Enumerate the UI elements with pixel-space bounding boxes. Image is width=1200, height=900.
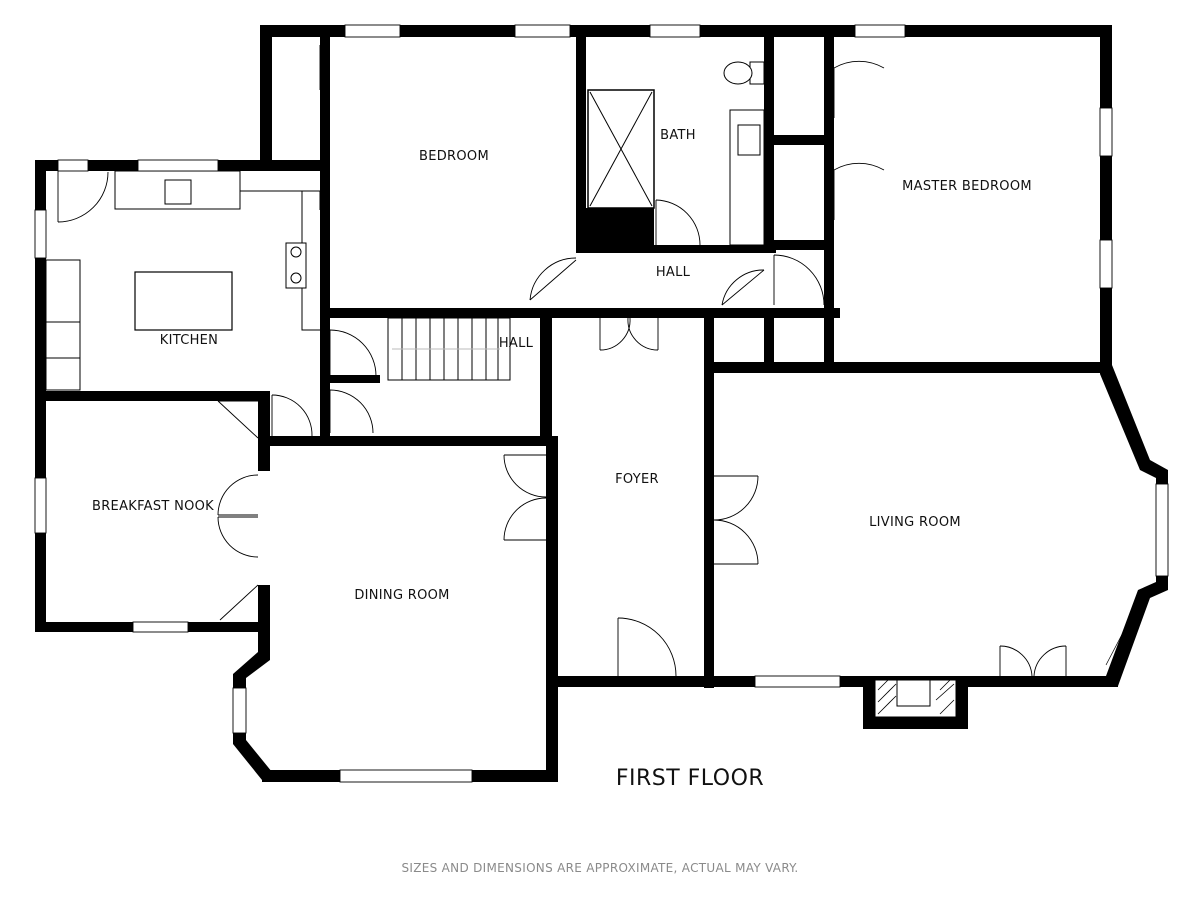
room-label-dining-room: DINING ROOM	[354, 588, 449, 603]
room-label-bath: BATH	[660, 128, 696, 143]
room-label-breakfast-nook: BREAKFAST NOOK	[92, 499, 214, 514]
floor-title: FIRST FLOOR	[616, 766, 764, 791]
room-label-stair-hall: HALL	[499, 336, 534, 351]
fixtures	[45, 61, 957, 718]
room-label-master-bedroom: MASTER BEDROOM	[902, 179, 1032, 194]
room-label-living-room: LIVING ROOM	[869, 515, 961, 530]
room-labels: BEDROOM BATH MASTER BEDROOM KITCHEN HALL…	[92, 128, 1032, 603]
room-label-kitchen: KITCHEN	[160, 333, 218, 348]
doors	[57, 45, 1067, 677]
disclaimer-text: SIZES AND DIMENSIONS ARE APPROXIMATE, AC…	[401, 861, 798, 875]
room-label-upper-hall: HALL	[656, 265, 691, 280]
room-label-bedroom: BEDROOM	[419, 149, 489, 164]
room-label-foyer: FOYER	[615, 472, 659, 487]
windows	[34, 24, 1169, 783]
